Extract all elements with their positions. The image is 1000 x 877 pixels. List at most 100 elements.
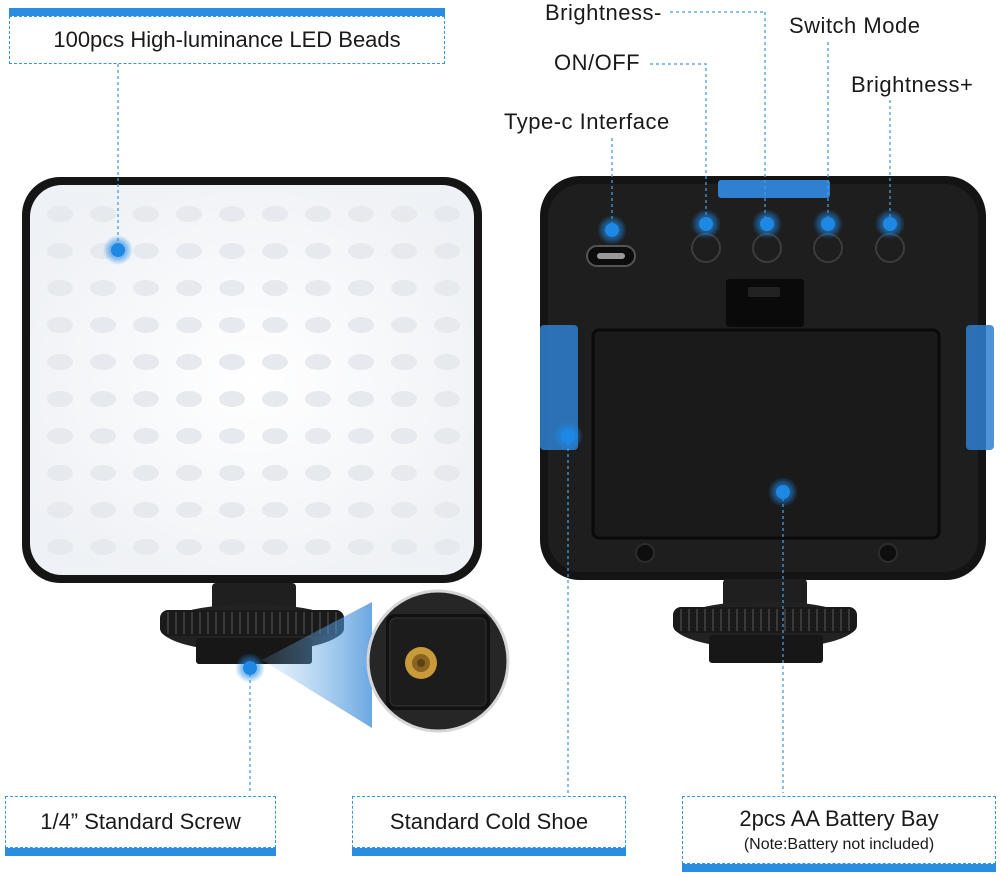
zoom-cone <box>262 602 372 728</box>
led-bead <box>262 428 288 444</box>
callout-dot <box>776 485 790 499</box>
led-bead <box>219 539 245 555</box>
led-bead <box>391 317 417 333</box>
battery-bay-label: 2pcs AA Battery Bay <box>739 806 939 831</box>
led-panel-front <box>22 177 482 583</box>
callout-dot <box>561 429 575 443</box>
led-bead <box>262 243 288 259</box>
screw-label: 1/4” Standard Screw <box>40 809 241 834</box>
led-bead <box>133 243 159 259</box>
led-bead <box>391 391 417 407</box>
led-bead <box>262 354 288 370</box>
led-bead <box>219 206 245 222</box>
type-c-label: Type-c Interface <box>504 109 670 134</box>
led-bead <box>176 280 202 296</box>
callout-dot <box>883 217 897 231</box>
led-bead <box>90 206 116 222</box>
led-bead <box>391 502 417 518</box>
led-bead <box>219 428 245 444</box>
led-bead <box>348 206 374 222</box>
led-bead <box>434 317 460 333</box>
led-bead <box>90 391 116 407</box>
led-bead <box>47 465 73 481</box>
switch-mode-label: Switch Mode <box>789 13 921 38</box>
led-bead <box>391 539 417 555</box>
cold-shoe-label: Standard Cold Shoe <box>389 809 589 834</box>
led-bead <box>348 391 374 407</box>
led-bead <box>176 502 202 518</box>
led-bead <box>262 280 288 296</box>
led-bead <box>305 317 331 333</box>
led-bead <box>262 502 288 518</box>
led-bead <box>47 317 73 333</box>
led-bead <box>133 317 159 333</box>
led-beads-callout: 100pcs High-luminance LED Beads <box>9 8 445 64</box>
battery-note-label: (Note:Battery not included) <box>743 836 935 853</box>
led-bead <box>305 243 331 259</box>
screw-zoom-inset <box>366 589 510 733</box>
device-back <box>540 176 994 580</box>
callout-dot <box>821 217 835 231</box>
led-bead <box>391 280 417 296</box>
led-bead <box>176 354 202 370</box>
led-bead <box>391 243 417 259</box>
cold-shoe-callout: Standard Cold Shoe <box>352 796 626 856</box>
led-bead-grid <box>47 206 460 555</box>
led-bead <box>133 280 159 296</box>
led-bead <box>176 243 202 259</box>
led-bead <box>133 539 159 555</box>
on-off-label: ON/OFF <box>554 50 641 75</box>
callout-dot <box>243 661 257 675</box>
led-bead <box>219 280 245 296</box>
battery-cover <box>591 328 941 540</box>
leader-lines <box>117 11 891 793</box>
led-bead <box>305 539 331 555</box>
led-bead <box>262 317 288 333</box>
led-bead <box>434 243 460 259</box>
led-bead <box>391 465 417 481</box>
led-bead <box>348 539 374 555</box>
led-bead <box>348 280 374 296</box>
led-bead <box>90 280 116 296</box>
led-bead <box>47 428 73 444</box>
led-bead <box>133 391 159 407</box>
led-bead <box>305 354 331 370</box>
right-shoe-mount <box>673 579 857 663</box>
led-bead <box>391 206 417 222</box>
led-bead <box>262 465 288 481</box>
led-bead <box>219 317 245 333</box>
led-bead <box>47 502 73 518</box>
led-bead <box>434 502 460 518</box>
led-bead <box>434 206 460 222</box>
led-bead <box>219 465 245 481</box>
screw-callout: 1/4” Standard Screw <box>5 796 276 856</box>
led-bead <box>47 539 73 555</box>
led-bead <box>305 391 331 407</box>
led-bead <box>47 354 73 370</box>
battery-bay-callout: 2pcs AA Battery Bay (Note:Battery not in… <box>682 796 996 872</box>
brightness-minus-label: Brightness- <box>545 0 662 25</box>
led-bead <box>219 354 245 370</box>
led-bead <box>133 502 159 518</box>
callout-dot <box>699 217 713 231</box>
led-bead <box>348 354 374 370</box>
brightness-plus-label: Brightness+ <box>851 72 974 97</box>
led-bead <box>434 391 460 407</box>
callout-dot <box>605 223 619 237</box>
led-bead <box>47 243 73 259</box>
led-bead <box>176 539 202 555</box>
led-bead <box>219 391 245 407</box>
led-bead <box>133 465 159 481</box>
led-bead <box>262 206 288 222</box>
led-bead <box>434 280 460 296</box>
led-bead <box>305 465 331 481</box>
led-bead <box>348 428 374 444</box>
accent-bar <box>5 848 276 856</box>
led-bead <box>348 465 374 481</box>
led-bead <box>305 280 331 296</box>
accent-bar <box>9 8 445 16</box>
led-bead <box>47 206 73 222</box>
led-bead <box>434 428 460 444</box>
led-bead <box>348 502 374 518</box>
